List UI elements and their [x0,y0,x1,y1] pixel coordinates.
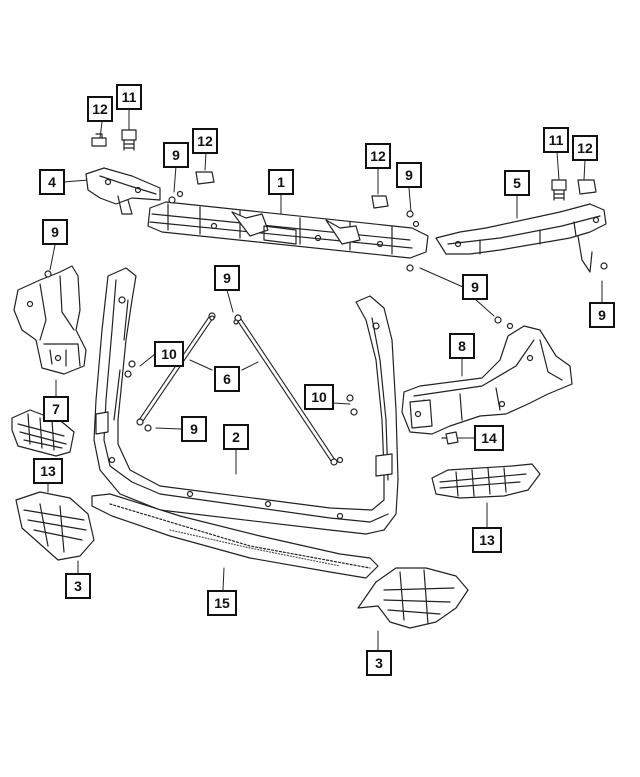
callout-7: 7 [43,396,69,422]
callout-11: 11 [543,127,569,153]
callout-9: 9 [396,162,422,188]
callout-9: 9 [214,265,240,291]
callout-14: 14 [474,425,504,451]
leader-lines [47,109,603,651]
callout-9: 9 [462,274,488,300]
callout-10: 10 [154,341,184,367]
callout-12: 12 [87,96,113,122]
callout-12: 12 [365,143,391,169]
callout-8: 8 [449,333,475,359]
callout-3: 3 [65,573,91,599]
fasteners-top [91,129,597,209]
callout-12: 12 [572,135,598,161]
callout-9: 9 [181,416,207,442]
callout-2: 2 [223,424,249,450]
air-deflector-left [15,491,95,561]
right-side-bracket [401,325,573,435]
left-upper-bracket [85,167,161,215]
callout-1: 1 [268,169,294,195]
callout-10: 10 [304,384,334,410]
callout-9: 9 [589,302,615,328]
upper-tie-bar [147,201,429,259]
callout-9: 9 [42,219,68,245]
callout-3: 3 [366,650,392,676]
callout-5: 5 [504,170,530,196]
callout-6: 6 [214,366,240,392]
callout-11: 11 [116,84,142,110]
lower-air-dam [91,493,379,579]
clip-14 [441,431,459,445]
right-upper-bracket [435,203,607,273]
callout-9: 9 [163,142,189,168]
callout-13: 13 [33,458,63,484]
left-side-bracket [13,265,87,375]
callout-12: 12 [192,128,218,154]
energy-absorber-right [431,463,541,499]
radiator-support-frame [93,267,399,535]
diagonal-braces [136,312,338,466]
small-bolts-nuts [44,190,608,464]
callout-13: 13 [472,527,502,553]
air-deflector-right [357,567,469,629]
callout-4: 4 [39,169,65,195]
callout-15: 15 [207,590,237,616]
